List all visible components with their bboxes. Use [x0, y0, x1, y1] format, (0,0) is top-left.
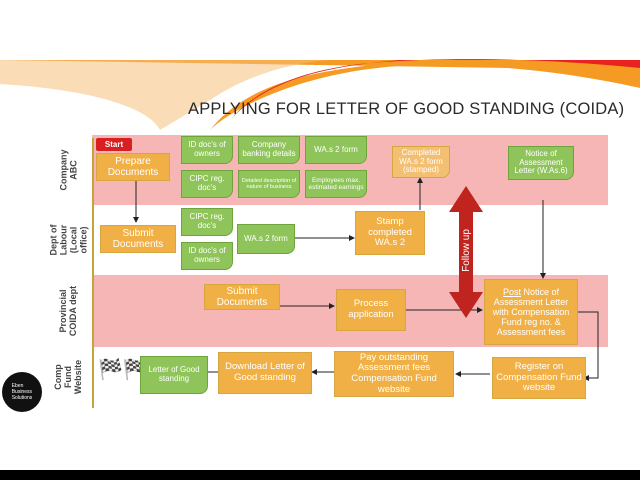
start-flag: Start: [96, 138, 132, 151]
doc-employees-earnings: Employees max. estimated earnings: [305, 170, 367, 198]
timeline-divider: [92, 138, 94, 408]
follow-up-label: Follow up: [460, 228, 472, 272]
doc-cipc-2: CIPC reg. doc's: [181, 208, 233, 236]
node-stamp-completed-was2: Stamp completed WA.s 2: [355, 211, 425, 255]
node-submit-documents-labour: Submit Documents: [100, 225, 176, 253]
header-swoosh: [0, 59, 640, 130]
checkered-flags-icon: 🏁🏁: [98, 359, 148, 381]
doc-was2-form-2: WA.s 2 form: [237, 224, 295, 254]
doc-completed-was2: Completed WA.s 2 form (stamped): [392, 146, 450, 178]
follow-up-arrow: [449, 186, 483, 318]
node-register-fund: Register on Compensation Fund website: [492, 357, 586, 399]
doc-detailed-description: Detailed description of nature of busine…: [238, 170, 300, 198]
doc-id-owners-2: ID doc's of owners: [181, 242, 233, 270]
node-process-application: Process application: [336, 289, 406, 331]
doc-cipc-1: CIPC reg. doc's: [181, 170, 233, 198]
doc-id-owners-1: ID doc's of owners: [181, 136, 233, 164]
doc-notice-assessment: Notice of Assessment Letter (W.As.6): [508, 146, 574, 180]
page-title: APPLYING FOR LETTER OF GOOD STANDING (CO…: [188, 100, 625, 118]
post-word: Post: [502, 286, 521, 297]
node-submit-documents-coida: Submit Documents: [204, 284, 280, 310]
node-pay-outstanding: Pay outstanding Assessment fees Compensa…: [334, 351, 454, 397]
node-post-notice: Post Notice of Assessment Letter with Co…: [484, 279, 578, 345]
node-download-letter: Download Letter of Good standing: [218, 352, 312, 394]
doc-company-banking: Company banking details: [238, 136, 300, 164]
doc-letter-good-standing: Letter of Good standing: [140, 356, 208, 394]
post-notice-text: Notice of Assessment Letter with Compens…: [492, 286, 570, 338]
node-prepare-documents: Prepare Documents: [96, 153, 170, 181]
bottom-bar: [0, 470, 640, 480]
company-logo: Eben Business Solutions: [2, 372, 42, 412]
doc-was2-form-1: WA.s 2 form: [305, 136, 367, 164]
